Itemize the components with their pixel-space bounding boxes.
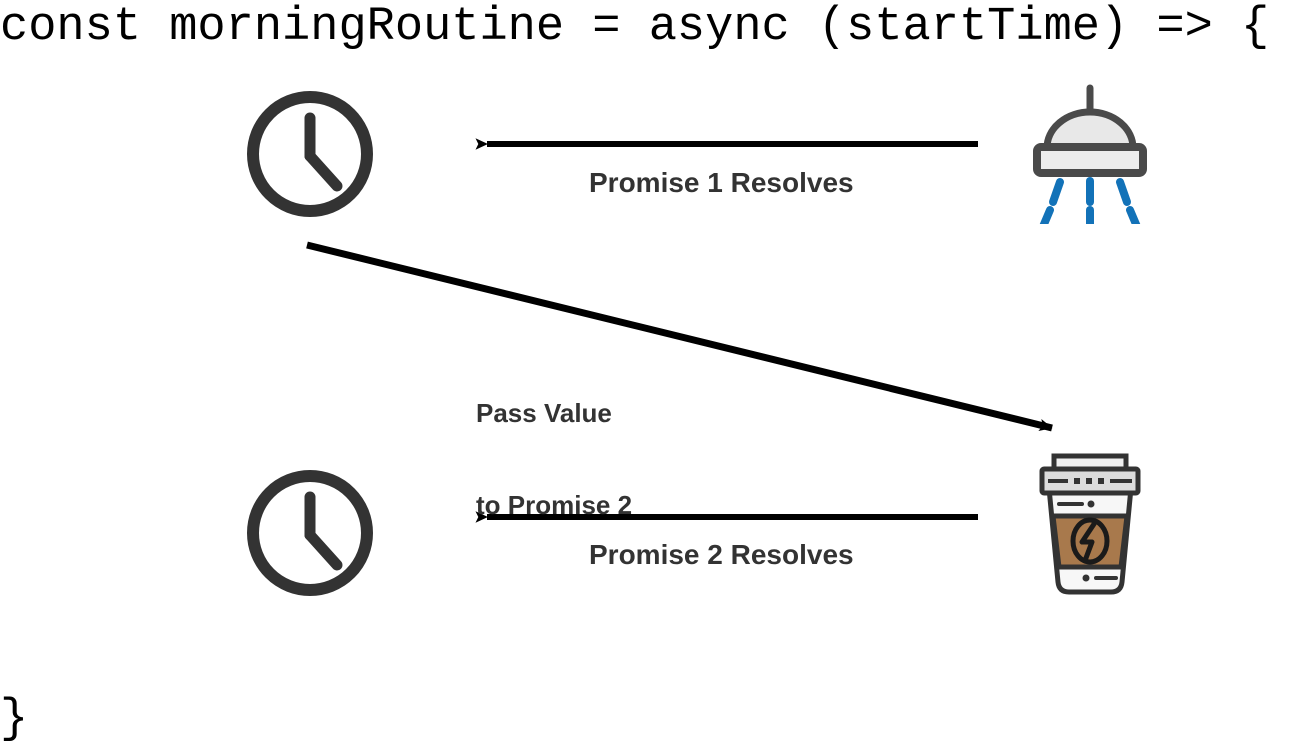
code-line-close: } xyxy=(0,693,29,745)
edge-label-pass-value-line1: Pass Value xyxy=(476,398,612,429)
coffee-cup-icon-wrapper xyxy=(1030,452,1150,602)
shower-icon-wrapper xyxy=(1025,84,1155,233)
clock-icon xyxy=(247,470,373,596)
edge-label-promise-2: Promise 2 Resolves xyxy=(589,539,854,570)
edge-label-pass-value-line2: to Promise 2 xyxy=(476,490,633,521)
edge-label-promise-1: Promise 1 Resolves xyxy=(589,167,854,198)
shower-icon xyxy=(1033,84,1147,233)
water-droplets xyxy=(1038,177,1142,233)
clock-icon xyxy=(247,91,373,217)
coffee-cup-icon xyxy=(1039,453,1141,595)
clock-icon-bottom-wrapper xyxy=(240,463,380,608)
clock-icon-top-wrapper xyxy=(240,84,380,229)
edge-pass-value-arrow xyxy=(306,241,1053,432)
edge-label-pass-value: Pass Value to Promise 2 xyxy=(476,337,632,582)
code-line-open: const morningRoutine = async (startTime)… xyxy=(0,1,1270,54)
